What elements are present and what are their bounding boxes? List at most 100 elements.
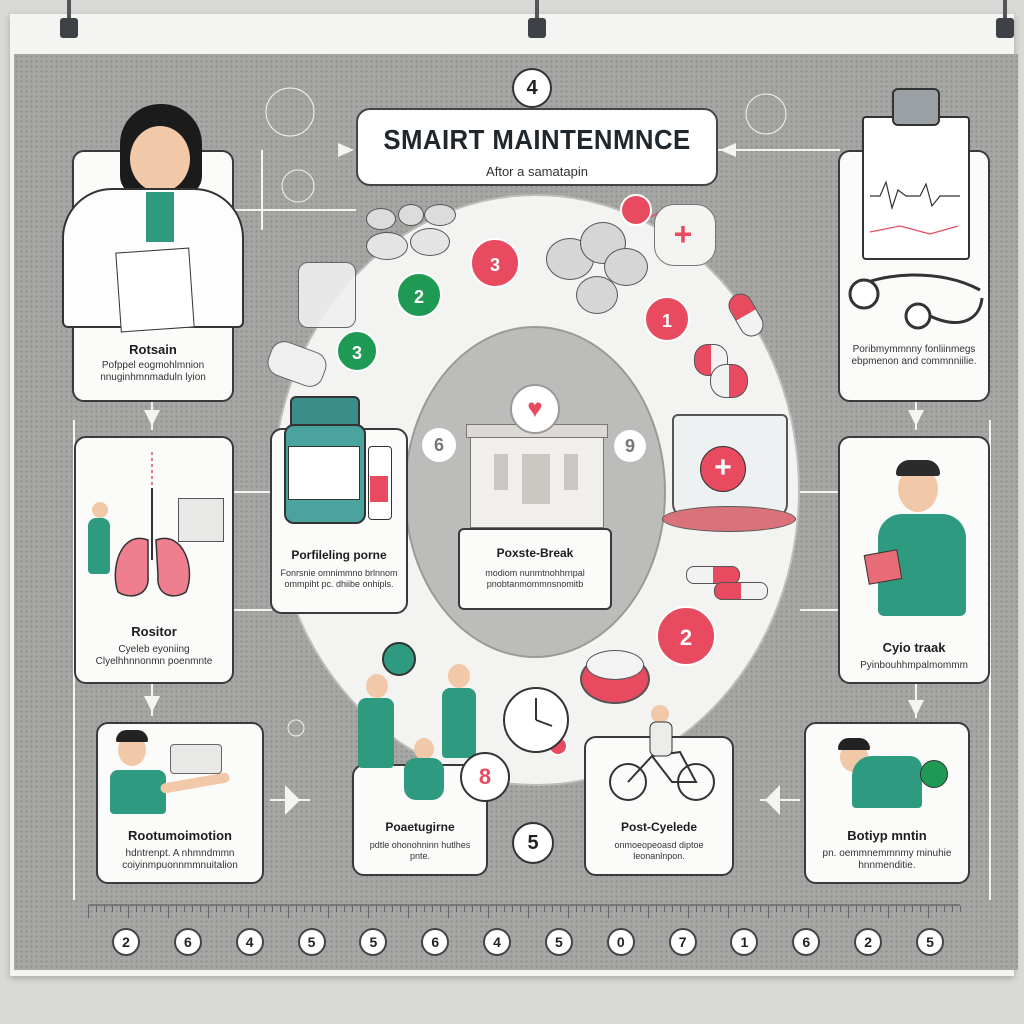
timeline-number-badge: 6 [421,928,450,956]
exercise-ball-icon [920,760,948,788]
ruler-tick [816,906,817,912]
page-subtitle: Aftor a samatapin [486,164,588,179]
ruler-tick [936,906,937,912]
ruler-tick [696,906,697,912]
ruler-tick [728,906,729,918]
card-bottom-4-text: pn. oemmnemmnmy minuhie hnnmenditie. [822,848,952,871]
first-aid-cross-icon: + [700,446,746,492]
pill-icon [620,194,652,226]
ruler-tick [536,906,537,912]
ruler-tick [624,906,625,912]
ruler-tick [760,906,761,912]
card-center-left-text: Fonrsnie omnimmno brlnnom ommpiht pc. dh… [280,568,398,589]
ruler-tick [960,906,961,912]
card-bottom-3-title: Post-Cyelede [620,820,698,834]
ruler-tick [688,906,689,918]
ruler-tick [440,906,441,912]
ruler-tick [128,906,129,918]
card-bottom-2-text: pdtle ohonohninn hutlhes pnte. [369,840,471,861]
card-bottom-4-title: Botiyp mntin [847,828,927,843]
heart-icon: ♥ [510,384,560,434]
ruler-tick [216,906,217,912]
ruler-tick [328,906,329,918]
card-mid-left-title: Rositor [131,624,177,639]
step-pill-red: 2 [656,606,716,666]
step-badge-number: 4 [526,77,538,99]
ruler-tick [488,906,489,918]
ruler-tick [472,906,473,912]
step-pill-red: 1 [644,296,690,342]
ruler-tick [120,906,121,912]
timeline-number-badge: 5 [544,928,573,956]
timeline-number-badge: 5 [359,928,388,956]
card-mid-right-title: Cyio traak [882,640,946,655]
ruler-tick [200,906,201,912]
card-bottom-1-title: Rootumoimotion [128,828,232,843]
ruler-tick [664,906,665,912]
ruler-tick [776,906,777,912]
card-top-left-title: Rotsain [129,342,177,357]
timeline-number-badge: 4 [235,928,264,956]
card-center: Poxste-Break modiom nunmtnohhrnpal pnobt… [458,528,612,610]
ruler-tick [224,906,225,912]
binder-clip-icon [994,0,1016,38]
card-center-text: modiom nunmtnohhrnpal pnobtanmommnsnomit… [485,568,585,589]
ruler-tick [480,906,481,912]
ruler-tick [848,906,849,918]
card-bottom-1-text: hdntrenpt. A nhmndmmn coiyinmpuonnmmnuit… [122,848,238,871]
step-pill-red: 3 [470,238,520,288]
ruler-tick [928,906,929,918]
card-bottom-3: Post-Cyelede onmoeopeoasd diptoe leonanl… [584,736,734,876]
ruler-tick [656,906,657,912]
ruler-tick [448,906,449,918]
step-badge: 4 [512,68,552,108]
card-center-left-title: Porfileling porne [291,548,387,562]
ruler-tick [864,906,865,912]
ruler-tick [296,906,297,912]
timeline-number-badge: 6 [792,928,821,956]
ruler-tick [360,906,361,912]
step-pill-green: 2 [396,272,442,318]
step-badge: 9 [614,430,646,462]
card-top-left-text: Pofppel eogmohlmnion nnuginhmnmaduln lyi… [100,360,206,383]
ruler-tick [584,906,585,912]
ruler-tick [712,906,713,912]
ruler-tick [808,906,809,918]
timeline-number-badge: 2 [854,928,883,956]
ruler-tick [176,906,177,912]
ruler-tick [560,906,561,912]
timeline-number-badge: 0 [606,928,635,956]
ruler-tick [288,906,289,918]
ruler-tick [240,906,241,912]
ruler-tick [280,906,281,912]
ruler-tick [464,906,465,912]
ruler-tick [672,906,673,912]
ruler-tick [208,906,209,918]
card-bottom-3-text: onmoeopeoasd diptoe leonanlnpon. [614,840,704,861]
binder-clip-icon [58,0,80,38]
ruler-tick [432,906,433,912]
ruler-tick [704,906,705,912]
ruler-tick [576,906,577,912]
ruler-tick [832,906,833,912]
card-mid-right-text: Pyinbouhhmpalmommm [860,660,968,671]
ruler-tick [720,906,721,912]
ruler-tick [520,906,521,912]
ruler-tick [400,906,401,912]
ruler-tick [160,906,161,912]
ruler-tick [104,906,105,912]
ruler-tick [800,906,801,912]
ruler-tick [416,906,417,912]
ruler-tick [944,906,945,912]
ruler-tick [784,906,785,912]
ruler-tick [736,906,737,912]
ruler-tick [264,906,265,912]
ruler-tick [568,906,569,918]
step-pill-green: 3 [336,330,378,372]
ruler-tick [352,906,353,912]
ruler-tick [896,906,897,912]
ruler-tick [344,906,345,912]
ruler-tick [888,906,889,918]
